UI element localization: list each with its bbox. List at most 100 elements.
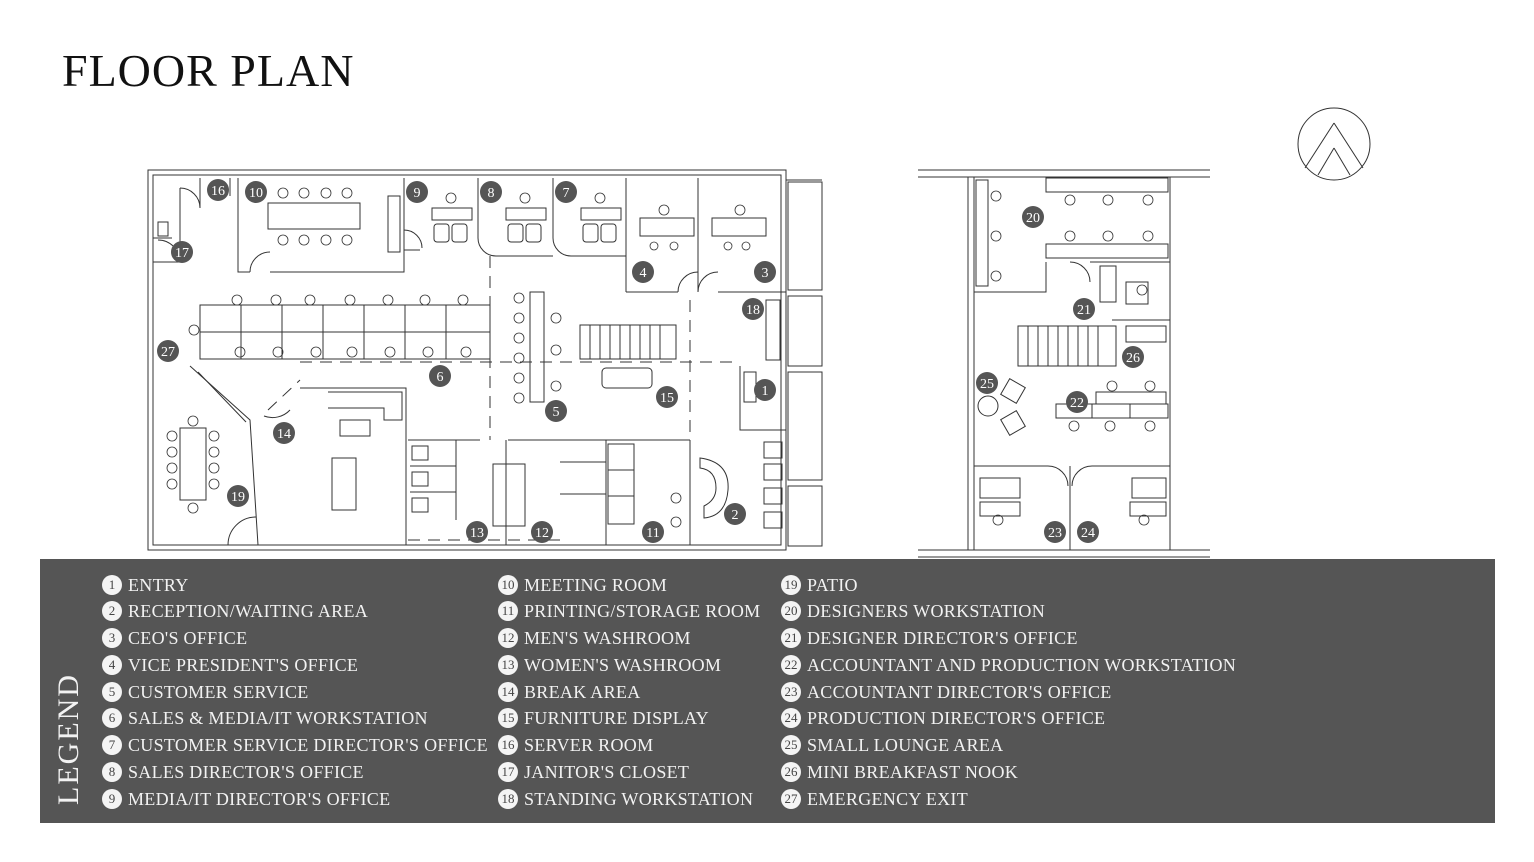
legend-item: 5 CUSTOMER SERVICE (102, 680, 309, 704)
north-arrow-icon (1297, 107, 1371, 181)
room-marker-circle (656, 386, 678, 408)
legend-label: JANITOR'S CLOSET (524, 761, 690, 782)
room-marker-number: 20 (1026, 211, 1040, 226)
room-marker-1: 1 (754, 379, 776, 401)
legend-label: DESIGNER DIRECTOR'S OFFICE (807, 627, 1078, 648)
legend-panel (40, 559, 1495, 823)
room-marker-16: 16 (207, 179, 229, 201)
legend-number-badge: 17 (498, 762, 518, 782)
room-marker-3: 3 (754, 261, 776, 283)
room-marker-circle (171, 241, 193, 263)
room-marker-number: 5 (553, 405, 560, 420)
legend-label: STANDING WORKSTATION (524, 788, 754, 809)
room-marker-12: 12 (531, 521, 553, 543)
room-marker-26: 26 (1122, 346, 1144, 368)
main-building (147, 169, 823, 551)
room-marker-20: 20 (1022, 206, 1044, 228)
floor-plan-drawing: 1234567891011121314151617181920212223242… (147, 107, 1371, 558)
legend-item: 21 DESIGNER DIRECTOR'S OFFICE (781, 626, 1078, 650)
room-marker-number: 11 (646, 526, 659, 541)
room-marker-number: 3 (762, 266, 769, 281)
room-marker-number: 1 (762, 384, 769, 399)
room-marker-6: 6 (429, 365, 451, 387)
legend-number-badge: 12 (498, 628, 518, 648)
legend-label: RECEPTION/WAITING AREA (128, 600, 369, 621)
legend-label: SALES & MEDIA/IT WORKSTATION (128, 707, 428, 728)
room-marker-17: 17 (171, 241, 193, 263)
legend-label: ACCOUNTANT AND PRODUCTION WORKSTATION (807, 654, 1237, 675)
legend-item: 18 STANDING WORKSTATION (498, 787, 753, 811)
room-marker-number: 24 (1081, 526, 1095, 541)
legend-label: SERVER ROOM (524, 734, 654, 755)
room-marker-number: 12 (535, 526, 549, 541)
room-marker-24: 24 (1077, 521, 1099, 543)
legend-item: 16 SERVER ROOM (498, 733, 653, 757)
legend-label: SALES DIRECTOR'S OFFICE (128, 761, 364, 782)
room-marker-15: 15 (656, 386, 678, 408)
room-marker-circle (157, 340, 179, 362)
room-marker-circle (754, 379, 776, 401)
chairs (166, 187, 751, 528)
legend-label: BREAK AREA (524, 681, 641, 702)
legend-number-badge: 22 (781, 655, 801, 675)
legend-number-badge: 23 (781, 682, 801, 702)
legend-number-badge: 24 (781, 708, 801, 728)
legend-number-badge: 13 (498, 655, 518, 675)
legend-number-badge: 21 (781, 628, 801, 648)
room-marker-23: 23 (1044, 521, 1066, 543)
legend-label: CUSTOMER SERVICE (128, 681, 309, 702)
page-title: FLOOR PLAN (62, 45, 355, 96)
legend-number-badge: 16 (498, 735, 518, 755)
legend-label: ACCOUNTANT DIRECTOR'S OFFICE (807, 681, 1112, 702)
room-marker-number: 17 (175, 246, 189, 261)
room-marker-number: 23 (1048, 526, 1062, 541)
legend-label: CEO'S OFFICE (128, 627, 248, 648)
room-marker-circle (531, 521, 553, 543)
room-marker-number: 19 (231, 490, 245, 505)
room-marker-circle (1066, 391, 1088, 413)
legend-number-badge: 2 (102, 601, 122, 621)
legend-number-badge: 1 (102, 575, 122, 595)
room-marker-circle (642, 521, 664, 543)
room-marker-number: 27 (161, 345, 175, 360)
legend-number-badge: 3 (102, 628, 122, 648)
legend-item: 1 ENTRY (102, 573, 189, 597)
room-marker-number: 4 (640, 266, 647, 281)
legend-label: DESIGNERS WORKSTATION (807, 600, 1046, 621)
legend-label: MEDIA/IT DIRECTOR'S OFFICE (128, 788, 391, 809)
legend-label: SMALL LOUNGE AREA (807, 734, 1004, 755)
legend-number-badge: 8 (102, 762, 122, 782)
room-marker-circle (273, 422, 295, 444)
room-marker-circle (555, 181, 577, 203)
room-marker-circle (480, 181, 502, 203)
room-marker-27: 27 (157, 340, 179, 362)
room-marker-11: 11 (642, 521, 664, 543)
legend-label: ENTRY (128, 574, 189, 595)
room-marker-circle (227, 485, 249, 507)
legend-number-badge: 7 (102, 735, 122, 755)
room-marker-22: 22 (1066, 391, 1088, 413)
room-marker-circle (976, 372, 998, 394)
legend-number-badge: 5 (102, 682, 122, 702)
room-marker-number: 25 (980, 377, 994, 392)
legend-number-badge: 25 (781, 735, 801, 755)
legend-label: PRODUCTION DIRECTOR'S OFFICE (807, 707, 1106, 728)
legend-label: FURNITURE DISPLAY (524, 707, 709, 728)
annex-chairs (990, 190, 1156, 526)
legend-label: WOMEN'S WASHROOM (524, 654, 722, 675)
room-marker-number: 26 (1126, 351, 1140, 366)
room-marker-number: 14 (277, 427, 291, 442)
legend-number-badge: 18 (498, 789, 518, 809)
room-marker-circle (1022, 206, 1044, 228)
legend-label: PATIO (807, 574, 858, 595)
legend-item: 24 PRODUCTION DIRECTOR'S OFFICE (781, 706, 1105, 730)
legend-label: VICE PRESIDENT'S OFFICE (128, 654, 359, 675)
